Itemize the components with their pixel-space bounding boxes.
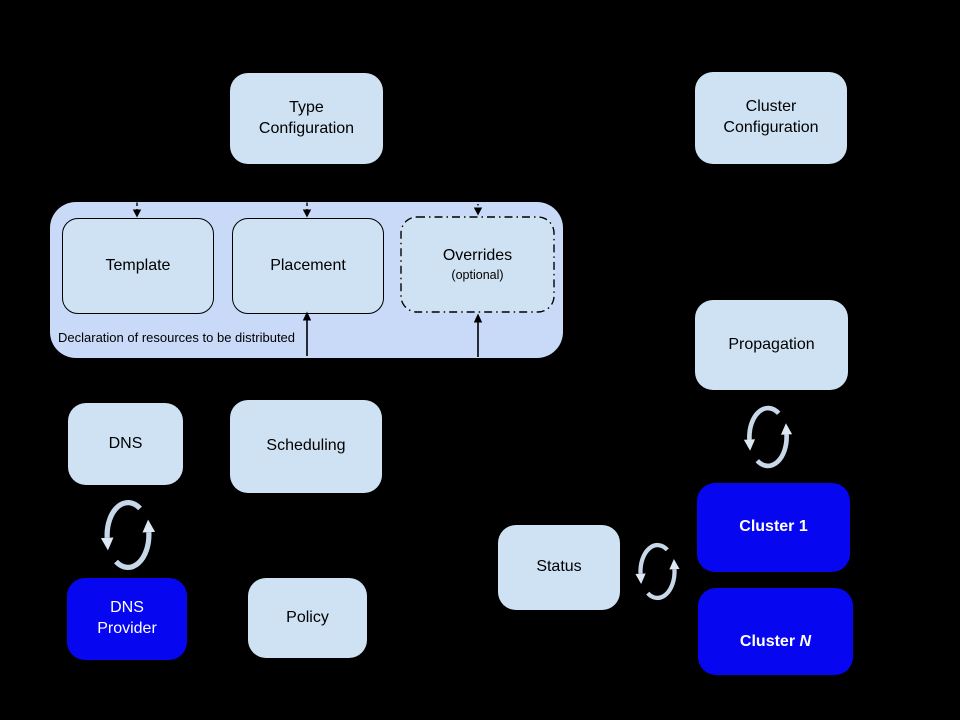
cluster-configuration-box: Cluster Configuration [695,72,847,164]
cluster-n-label-prefix: Cluster [739,632,800,650]
template-box: Template [62,218,214,314]
overrides-optional-label: (optional) [451,267,504,282]
sync-arrows-icon [635,542,680,601]
policy-box: Policy [248,578,367,658]
overrides-box: Overrides (optional) [400,216,555,313]
propagation-box: Propagation [695,300,848,390]
cluster-n-label-italic-n: N [799,632,812,650]
status-box: Status [498,525,620,610]
placement-box: Placement [232,218,384,314]
cluster-n-box: Cluster N [698,588,853,675]
type-configuration-box: Type Configuration [230,73,383,164]
declaration-caption: Declaration of resources to be distribut… [58,330,296,345]
overrides-label: Overrides [442,246,513,264]
scheduling-box: Scheduling [230,400,382,493]
cluster-1-box: Cluster 1 [697,483,850,572]
dns-box: DNS [68,403,183,485]
sync-arrows-icon [743,405,793,469]
sync-arrows-icon [100,499,156,571]
dns-provider-box: DNS Provider [67,578,187,660]
